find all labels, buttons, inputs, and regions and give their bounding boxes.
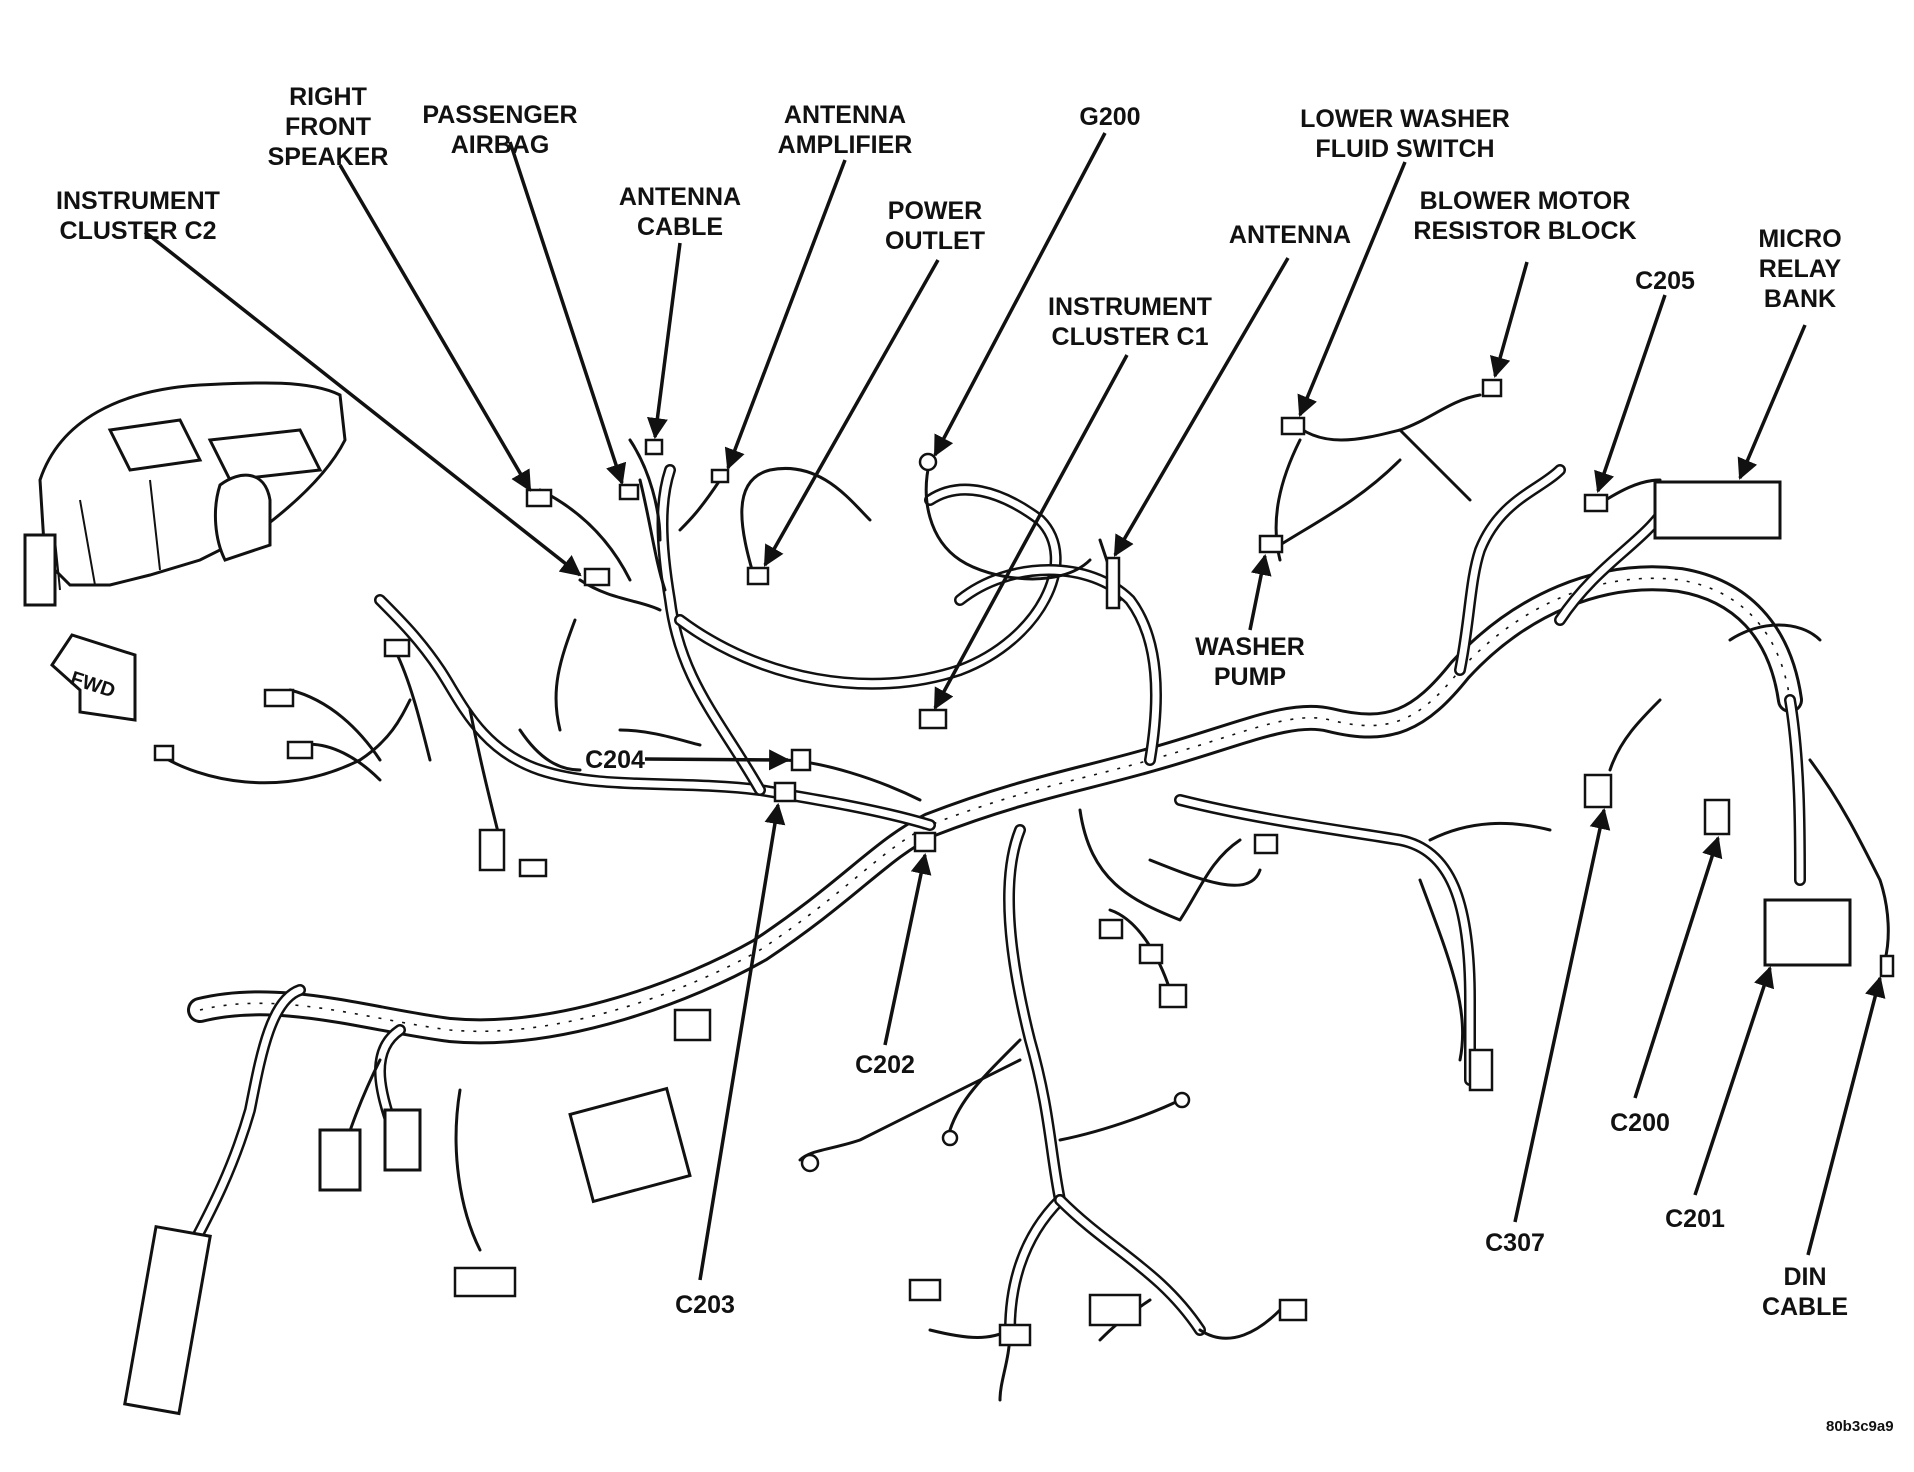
label-c203: C203 <box>675 1291 735 1319</box>
connector-c307 <box>1583 773 1613 809</box>
pigtail-wires <box>158 393 1890 1402</box>
connector-c202 <box>913 831 937 853</box>
connector-right-front-speaker <box>525 488 553 508</box>
label-antenna: ANTENNA <box>1228 221 1352 249</box>
connector-instrument-cluster-c1 <box>918 708 948 730</box>
connector-c204 <box>790 748 812 772</box>
label-c200: C200 <box>1610 1109 1670 1137</box>
connector-c205 <box>1583 493 1609 513</box>
connector-din-cable <box>1879 954 1895 978</box>
connector-instrument-cluster-c2 <box>583 567 611 587</box>
connector-passenger-airbag <box>618 483 640 501</box>
label-g200: G200 <box>1079 103 1141 131</box>
connector-blower-motor-resistor <box>1481 378 1503 398</box>
micro-relay-bank <box>1653 480 1782 540</box>
instrument-panel <box>23 381 347 607</box>
figure-id: 80b3c9a9 <box>1826 1418 1894 1435</box>
connector-lower-washer-fluid-switch <box>1280 416 1306 436</box>
connector-c203 <box>773 781 797 803</box>
connector-power-outlet <box>746 566 770 586</box>
connector-antenna-amplifier <box>710 468 730 484</box>
label-c307: C307 <box>1485 1229 1545 1257</box>
connector-c200 <box>1703 798 1731 836</box>
connector-antenna <box>1105 556 1121 610</box>
label-c202: C202 <box>855 1051 915 1079</box>
label-c201: C201 <box>1665 1205 1725 1233</box>
connectors <box>123 378 1895 1416</box>
connector-c201 <box>1763 898 1852 967</box>
label-c204: C204 <box>585 746 645 774</box>
connector-antenna-cable <box>644 438 664 456</box>
connector-washer-pump <box>1258 534 1284 554</box>
ground-g200 <box>918 452 938 472</box>
leader-lines <box>143 132 1886 1281</box>
fwd-arrow <box>50 633 137 722</box>
label-c205: C205 <box>1635 267 1695 295</box>
